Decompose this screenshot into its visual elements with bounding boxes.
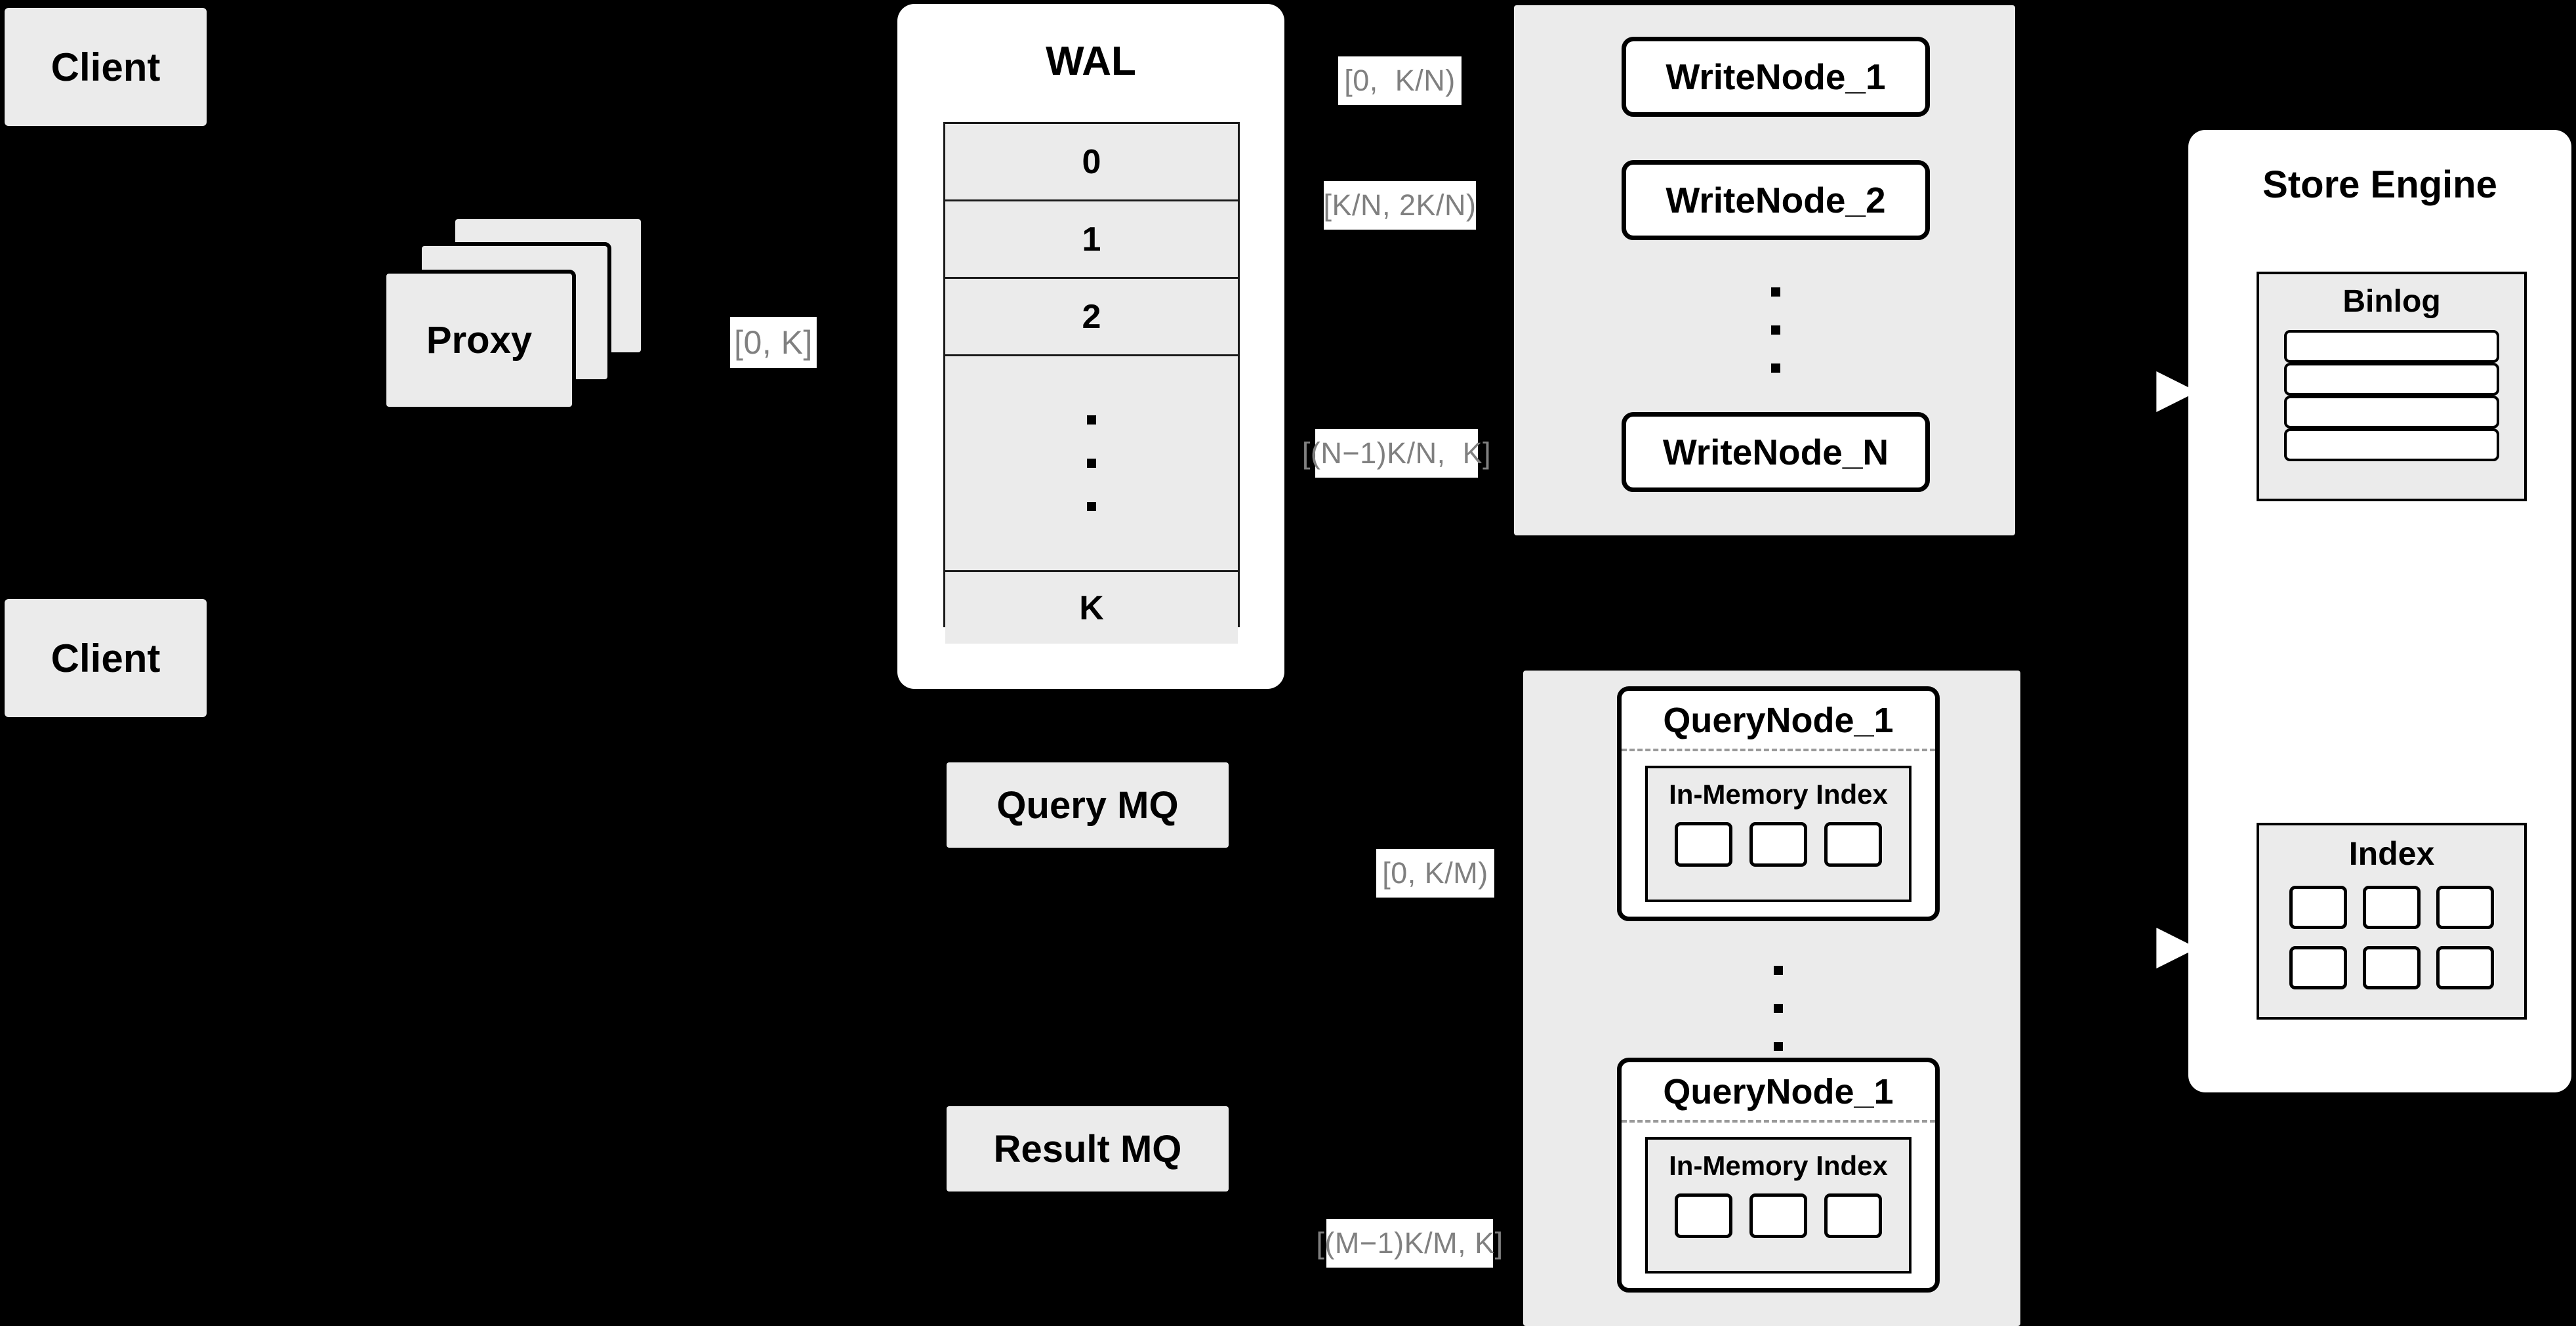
edge-label-proxy-to-wal: [0, K] <box>730 317 817 368</box>
binlog-row[interactable] <box>2284 396 2499 428</box>
index-cell[interactable] <box>1749 822 1807 867</box>
index-panel: Index <box>2257 823 2527 1020</box>
query-mq-box[interactable]: Query MQ <box>947 762 1229 848</box>
wal-title-text: WAL <box>1046 39 1136 84</box>
wal-row[interactable]: 0 <box>945 124 1238 201</box>
wal-row-label: K <box>1079 589 1104 627</box>
result-mq-label: Result MQ <box>993 1127 1182 1171</box>
binlog-row[interactable] <box>2284 330 2499 363</box>
binlog-rows <box>2284 330 2499 461</box>
edge-label-query-node-m: [(M−1)K/M, K] <box>1316 1219 1503 1268</box>
binlog-row[interactable] <box>2284 428 2499 461</box>
store-engine-title-text: Store Engine <box>2262 163 2497 206</box>
query-node-1[interactable]: QueryNode_1 In-Memory Index <box>1617 686 1940 921</box>
index-cell-row-2 <box>2289 946 2494 989</box>
query-node-m-label: QueryNode_1 <box>1663 1072 1894 1111</box>
edge-label-text: [0, K/N) <box>1344 64 1456 97</box>
index-title-text: Index <box>2348 835 2435 872</box>
query-node-m-divider <box>1622 1120 1935 1123</box>
edge-label-text: [K/N, 2K/N) <box>1323 188 1477 222</box>
wal-row-label: 1 <box>1082 220 1101 259</box>
in-memory-index-1: In-Memory Index <box>1645 766 1912 902</box>
query-node-m[interactable]: QueryNode_1 In-Memory Index <box>1617 1058 1940 1293</box>
edge-label-text: [(M−1)K/M, K] <box>1316 1226 1503 1260</box>
client-label-2: Client <box>51 636 161 680</box>
write-node-n-label: WriteNode_N <box>1662 432 1889 472</box>
wal-row-label: 0 <box>1082 142 1101 181</box>
index-title: Index <box>2349 835 2435 873</box>
client-label-1: Client <box>51 45 161 89</box>
in-memory-index-1-cells <box>1675 822 1882 867</box>
index-cell[interactable] <box>1675 1193 1732 1238</box>
index-cell[interactable] <box>2436 886 2494 929</box>
edge-label-text: [0, K] <box>734 324 813 361</box>
query-node-1-title: QueryNode_1 <box>1622 700 1935 741</box>
proxy-stack[interactable]: Proxy <box>382 215 671 428</box>
index-cell[interactable] <box>1824 1193 1882 1238</box>
wal-row-ellipsis <box>945 356 1238 572</box>
result-mq-box[interactable]: Result MQ <box>947 1106 1229 1191</box>
index-cell[interactable] <box>1749 1193 1807 1238</box>
write-node-ellipsis <box>1622 264 1930 396</box>
proxy-stack-card-1[interactable]: Proxy <box>382 270 576 411</box>
client-box-1[interactable]: Client <box>5 8 207 126</box>
wal-row-label: 2 <box>1082 297 1101 336</box>
store-engine-panel: Store Engine Binlog Index <box>2188 130 2571 1092</box>
index-cell[interactable] <box>1675 822 1732 867</box>
index-cell[interactable] <box>1824 822 1882 867</box>
query-node-m-title: QueryNode_1 <box>1622 1071 1935 1112</box>
edge-label-text: [(N−1)K/N, K] <box>1301 436 1492 470</box>
edge-label-write-node-n: [(N−1)K/N, K] <box>1302 429 1491 478</box>
in-memory-index-m-title: In-Memory Index <box>1669 1150 1888 1181</box>
write-node-1[interactable]: WriteNode_1 <box>1622 37 1930 117</box>
wal-row-list: 0 1 2 K <box>943 122 1240 644</box>
write-node-group: WriteNode_1 WriteNode_2 WriteNode_N <box>1514 5 2015 535</box>
write-node-n[interactable]: WriteNode_N <box>1622 412 1930 492</box>
edge-label-write-node-2: [K/N, 2K/N) <box>1323 181 1477 230</box>
index-cell[interactable] <box>2436 946 2494 989</box>
write-node-1-label: WriteNode_1 <box>1666 56 1886 97</box>
edge-label-write-node-1: [0, K/N) <box>1338 56 1462 105</box>
write-node-2-label: WriteNode_2 <box>1666 180 1886 220</box>
edge-label-text: [0, K/M) <box>1382 856 1488 890</box>
query-node-1-divider <box>1622 749 1935 751</box>
client-box-2[interactable]: Client <box>5 599 207 717</box>
query-node-1-label: QueryNode_1 <box>1663 701 1894 740</box>
wal-panel: WAL 0 1 2 K <box>897 4 1284 689</box>
binlog-title-text: Binlog <box>2342 284 2441 319</box>
binlog-title: Binlog <box>2342 283 2440 320</box>
index-cell[interactable] <box>2363 886 2421 929</box>
wal-row[interactable]: 1 <box>945 201 1238 279</box>
store-engine-title: Store Engine <box>2188 163 2571 207</box>
edge-label-query-node-1: [0, K/M) <box>1376 849 1494 898</box>
query-mq-label: Query MQ <box>996 783 1179 827</box>
wal-title: WAL <box>897 38 1284 85</box>
wal-row[interactable]: K <box>945 572 1238 644</box>
index-cell[interactable] <box>2289 886 2347 929</box>
index-cell-row-1 <box>2289 886 2494 929</box>
query-node-ellipsis <box>1617 946 1940 1071</box>
proxy-label: Proxy <box>426 319 533 362</box>
wal-row[interactable]: 2 <box>945 279 1238 356</box>
query-node-group: QueryNode_1 In-Memory Index <box>1523 671 2020 1326</box>
in-memory-index-m: In-Memory Index <box>1645 1137 1912 1274</box>
binlog-row[interactable] <box>2284 363 2499 396</box>
in-memory-index-1-title: In-Memory Index <box>1669 779 1888 810</box>
write-node-2[interactable]: WriteNode_2 <box>1622 160 1930 240</box>
in-memory-index-m-cells <box>1675 1193 1882 1238</box>
index-cell[interactable] <box>2289 946 2347 989</box>
index-cell[interactable] <box>2363 946 2421 989</box>
binlog-panel: Binlog <box>2257 272 2527 501</box>
